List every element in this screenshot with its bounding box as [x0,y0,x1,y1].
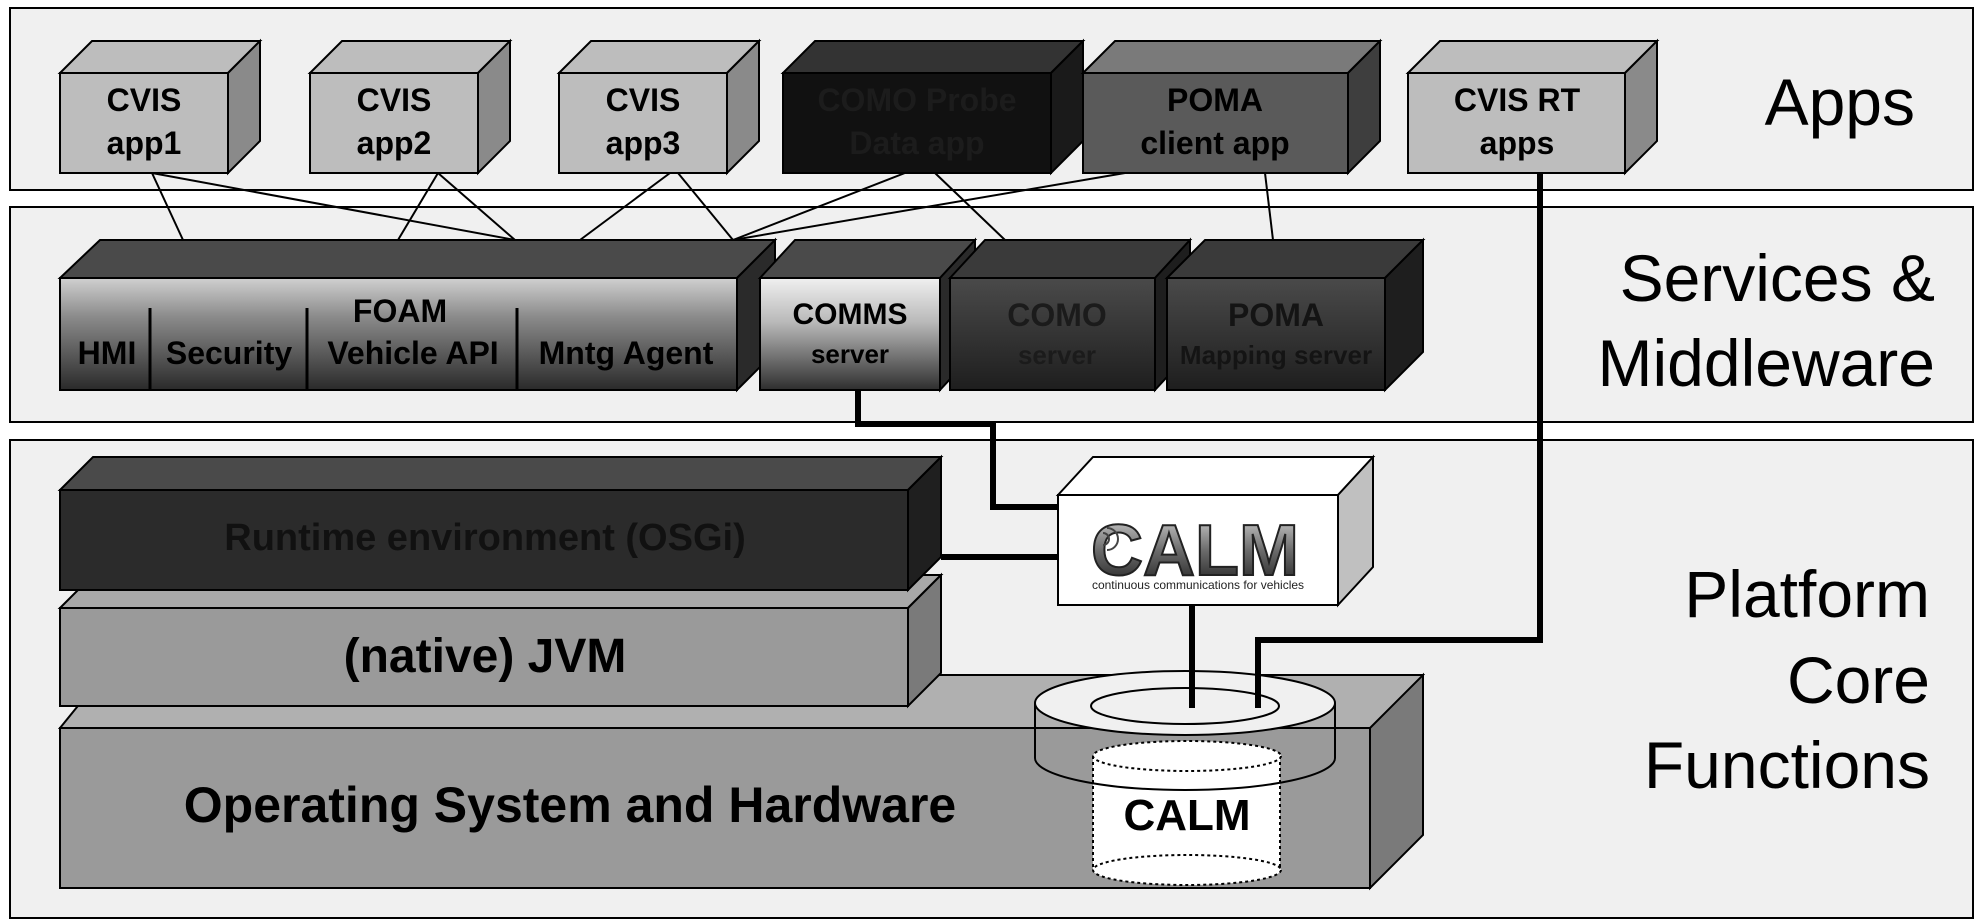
platform-layer-label-line2: Core [1787,643,1930,717]
runtime-label: Runtime environment (OSGi) [224,517,745,559]
app-cvis-rt-label-line1: CVIS RT [1454,82,1581,118]
comms-server: COMMS server [757,237,978,393]
poma-mapping-server: POMA Mapping server [1164,237,1426,393]
calm-stack: CALM [1092,740,1282,886]
calm-connections [855,173,1543,708]
poma-server-label-line1: POMA [1228,297,1324,333]
foam-hmi: HMI [78,335,137,371]
runtime-osgi-block: Runtime environment (OSGi) [57,454,944,593]
comms-server-label-line1: COMMS [793,298,908,331]
services-layer-label-line1: Services & [1620,241,1935,315]
poma-server-label-line2: Mapping server [1180,340,1372,370]
app-como-probe-label-line2: Data app [849,125,984,161]
app-cvis-app3: CVIS app3 [556,38,762,176]
como-server: COMO server [947,237,1193,393]
jvm-block: (native) JVM [57,572,944,709]
app-cvis-app3-label-line2: app3 [606,125,681,161]
app-service-connectors [151,172,1274,241]
como-server-label-line2: server [1018,340,1096,370]
app-cvis-app1: CVIS app1 [57,38,263,176]
foam-title: FOAM [353,293,447,329]
app-poma-client-label-line1: POMA [1167,82,1263,118]
como-server-label-line1: COMO [1007,297,1107,333]
app-poma-client: POMA client app [1080,38,1383,176]
app-cvis-app3-label-line1: CVIS [606,82,681,118]
calm-stack-label: CALM [1123,791,1250,840]
foam-security: Security [166,335,292,371]
foam-block: FOAM HMI Security Vehicle API Mntg Agent [57,237,778,393]
app-cvis-app1-label-line1: CVIS [107,82,182,118]
app-cvis-app2: CVIS app2 [307,38,513,176]
platform-layer-label-line3: Functions [1644,728,1930,802]
foam-vehicle-api: Vehicle API [327,335,498,371]
app-cvis-rt: CVIS RT apps [1405,38,1660,176]
services-layer-label-line2: Middleware [1598,326,1935,400]
foam-mntg-agent: Mntg Agent [539,335,714,371]
app-como-probe-data: COMO Probe Data app [780,38,1086,176]
os-hardware-label: Operating System and Hardware [184,777,956,833]
app-cvis-app1-label-line2: app1 [107,125,182,161]
platform-layer-label-line1: Platform [1684,557,1930,631]
apps-layer-label: Apps [1765,65,1915,139]
jvm-label: (native) JVM [344,630,627,683]
app-cvis-rt-label-line2: apps [1480,125,1555,161]
wireless-signal-icon [1102,527,1119,551]
calm-logo-wordmark: CALM [1091,511,1299,591]
app-como-probe-label-line1: COMO Probe [817,82,1016,118]
app-poma-client-label-line2: client app [1140,125,1289,161]
calm-logo-box: CALM continuous communications for vehic… [1055,454,1376,608]
app-cvis-app2-label-line1: CVIS [357,82,432,118]
calm-logo-tagline: continuous communications for vehicles [1092,578,1304,592]
app-cvis-app2-label-line2: app2 [357,125,432,161]
comms-server-label-line2: server [811,339,889,369]
